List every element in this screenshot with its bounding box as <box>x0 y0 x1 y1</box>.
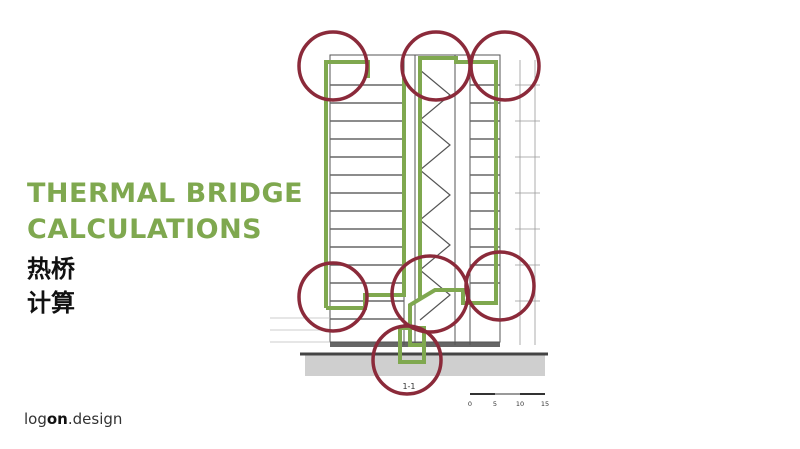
subtitle-line-1: 热桥 <box>27 255 75 283</box>
section-label: 1-1 <box>402 382 415 391</box>
slide-subtitle: 热桥 计算 <box>27 252 75 320</box>
thermal-bridge-circle <box>464 250 536 322</box>
scale-tick-label: 10 <box>516 400 524 408</box>
scale-bar: 0 5 10 15 <box>468 393 549 408</box>
subtitle-line-2: 计算 <box>27 289 75 317</box>
brand-logo: logon.design <box>24 410 122 428</box>
scale-tick-label: 15 <box>541 400 549 408</box>
scale-tick-label: 0 <box>468 400 472 408</box>
thermal-bridge-circle <box>297 261 369 333</box>
level-annotations <box>515 60 540 345</box>
thermal-bridge-circle <box>469 30 541 102</box>
ground-fill <box>305 354 545 376</box>
thermal-bridge-circle <box>371 324 443 396</box>
thermal-bridge-markers <box>297 30 541 396</box>
logo-part-1: log <box>24 410 47 428</box>
thermal-bridge-circle <box>400 30 472 102</box>
scale-tick-label: 5 <box>493 400 497 408</box>
title-line-1: THERMAL BRIDGE <box>27 178 304 209</box>
title-line-2: CALCULATIONS <box>27 214 263 245</box>
thermal-bridge-circle <box>297 30 369 102</box>
logo-part-2: on <box>46 410 68 428</box>
stair-flights <box>419 69 451 321</box>
logo-part-3: .design <box>67 410 123 428</box>
slide-title: THERMAL BRIDGE CALCULATIONS <box>27 176 303 248</box>
